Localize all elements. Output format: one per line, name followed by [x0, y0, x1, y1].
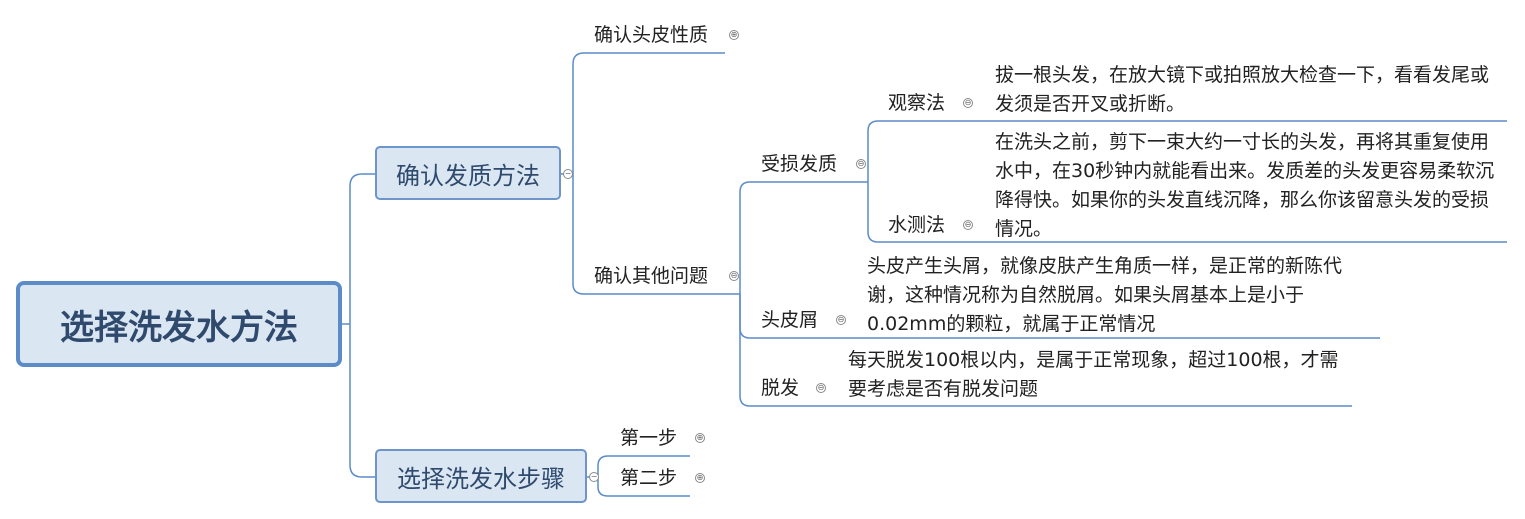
collapse-icon[interactable]: ⊖ [963, 220, 973, 230]
topic-hair-loss[interactable]: 脱发 [761, 377, 800, 399]
dandruff-description: 头皮产生头屑，就像皮肤产生角质一样，是正常的新陈代谢，这种情况称为自然脱屑。如果… [867, 255, 1343, 335]
water-test-description: 在洗头之前，剪下一束大约一寸长的头发，再将其重复使用水中，在30秒钟内就能看出来… [995, 131, 1495, 240]
collapse-icon[interactable]: ⊖ [816, 383, 826, 393]
observation-description: 拔一根头发，在放大镜下或拍照放大检查一下，看看发尾或发须是否开叉或折断。 [995, 64, 1490, 115]
topic-water-test-method[interactable]: 水测法 [888, 214, 946, 236]
topic-damaged-hair[interactable]: 受损发质 [761, 153, 838, 175]
expand-icon[interactable]: ⊕ [729, 30, 739, 40]
collapse-icon[interactable]: ⊖ [856, 159, 866, 169]
topic-observation-method[interactable]: 观察法 [888, 92, 946, 114]
hair-loss-description: 每天脱发100根以内，是属于正常现象，超过100根，才需要考虑是否有脱发问题 [848, 349, 1339, 400]
collapse-icon[interactable]: ⊖ [963, 98, 973, 108]
collapse-icon[interactable]: − [563, 169, 573, 179]
expand-icon[interactable]: ⊕ [695, 433, 705, 443]
collapse-icon[interactable]: ⊖ [729, 271, 739, 281]
root-topic[interactable]: 选择洗发水方法 [16, 281, 342, 367]
topic-step-two[interactable]: 第二步 [620, 467, 678, 489]
topic-other-issues[interactable]: 确认其他问题 [594, 265, 709, 287]
collapse-icon[interactable]: ⊖ [836, 315, 846, 325]
topic-dandruff[interactable]: 头皮屑 [761, 309, 819, 331]
topic-step-one[interactable]: 第一步 [620, 427, 678, 449]
topic-scalp-type[interactable]: 确认头皮性质 [594, 24, 709, 46]
branch-shampoo-steps[interactable]: 选择洗发水步骤 [375, 449, 587, 503]
branch-confirm-hair-method[interactable]: 确认发质方法 [375, 146, 561, 200]
expand-icon[interactable]: ⊕ [695, 473, 705, 483]
collapse-icon[interactable]: − [589, 472, 599, 482]
